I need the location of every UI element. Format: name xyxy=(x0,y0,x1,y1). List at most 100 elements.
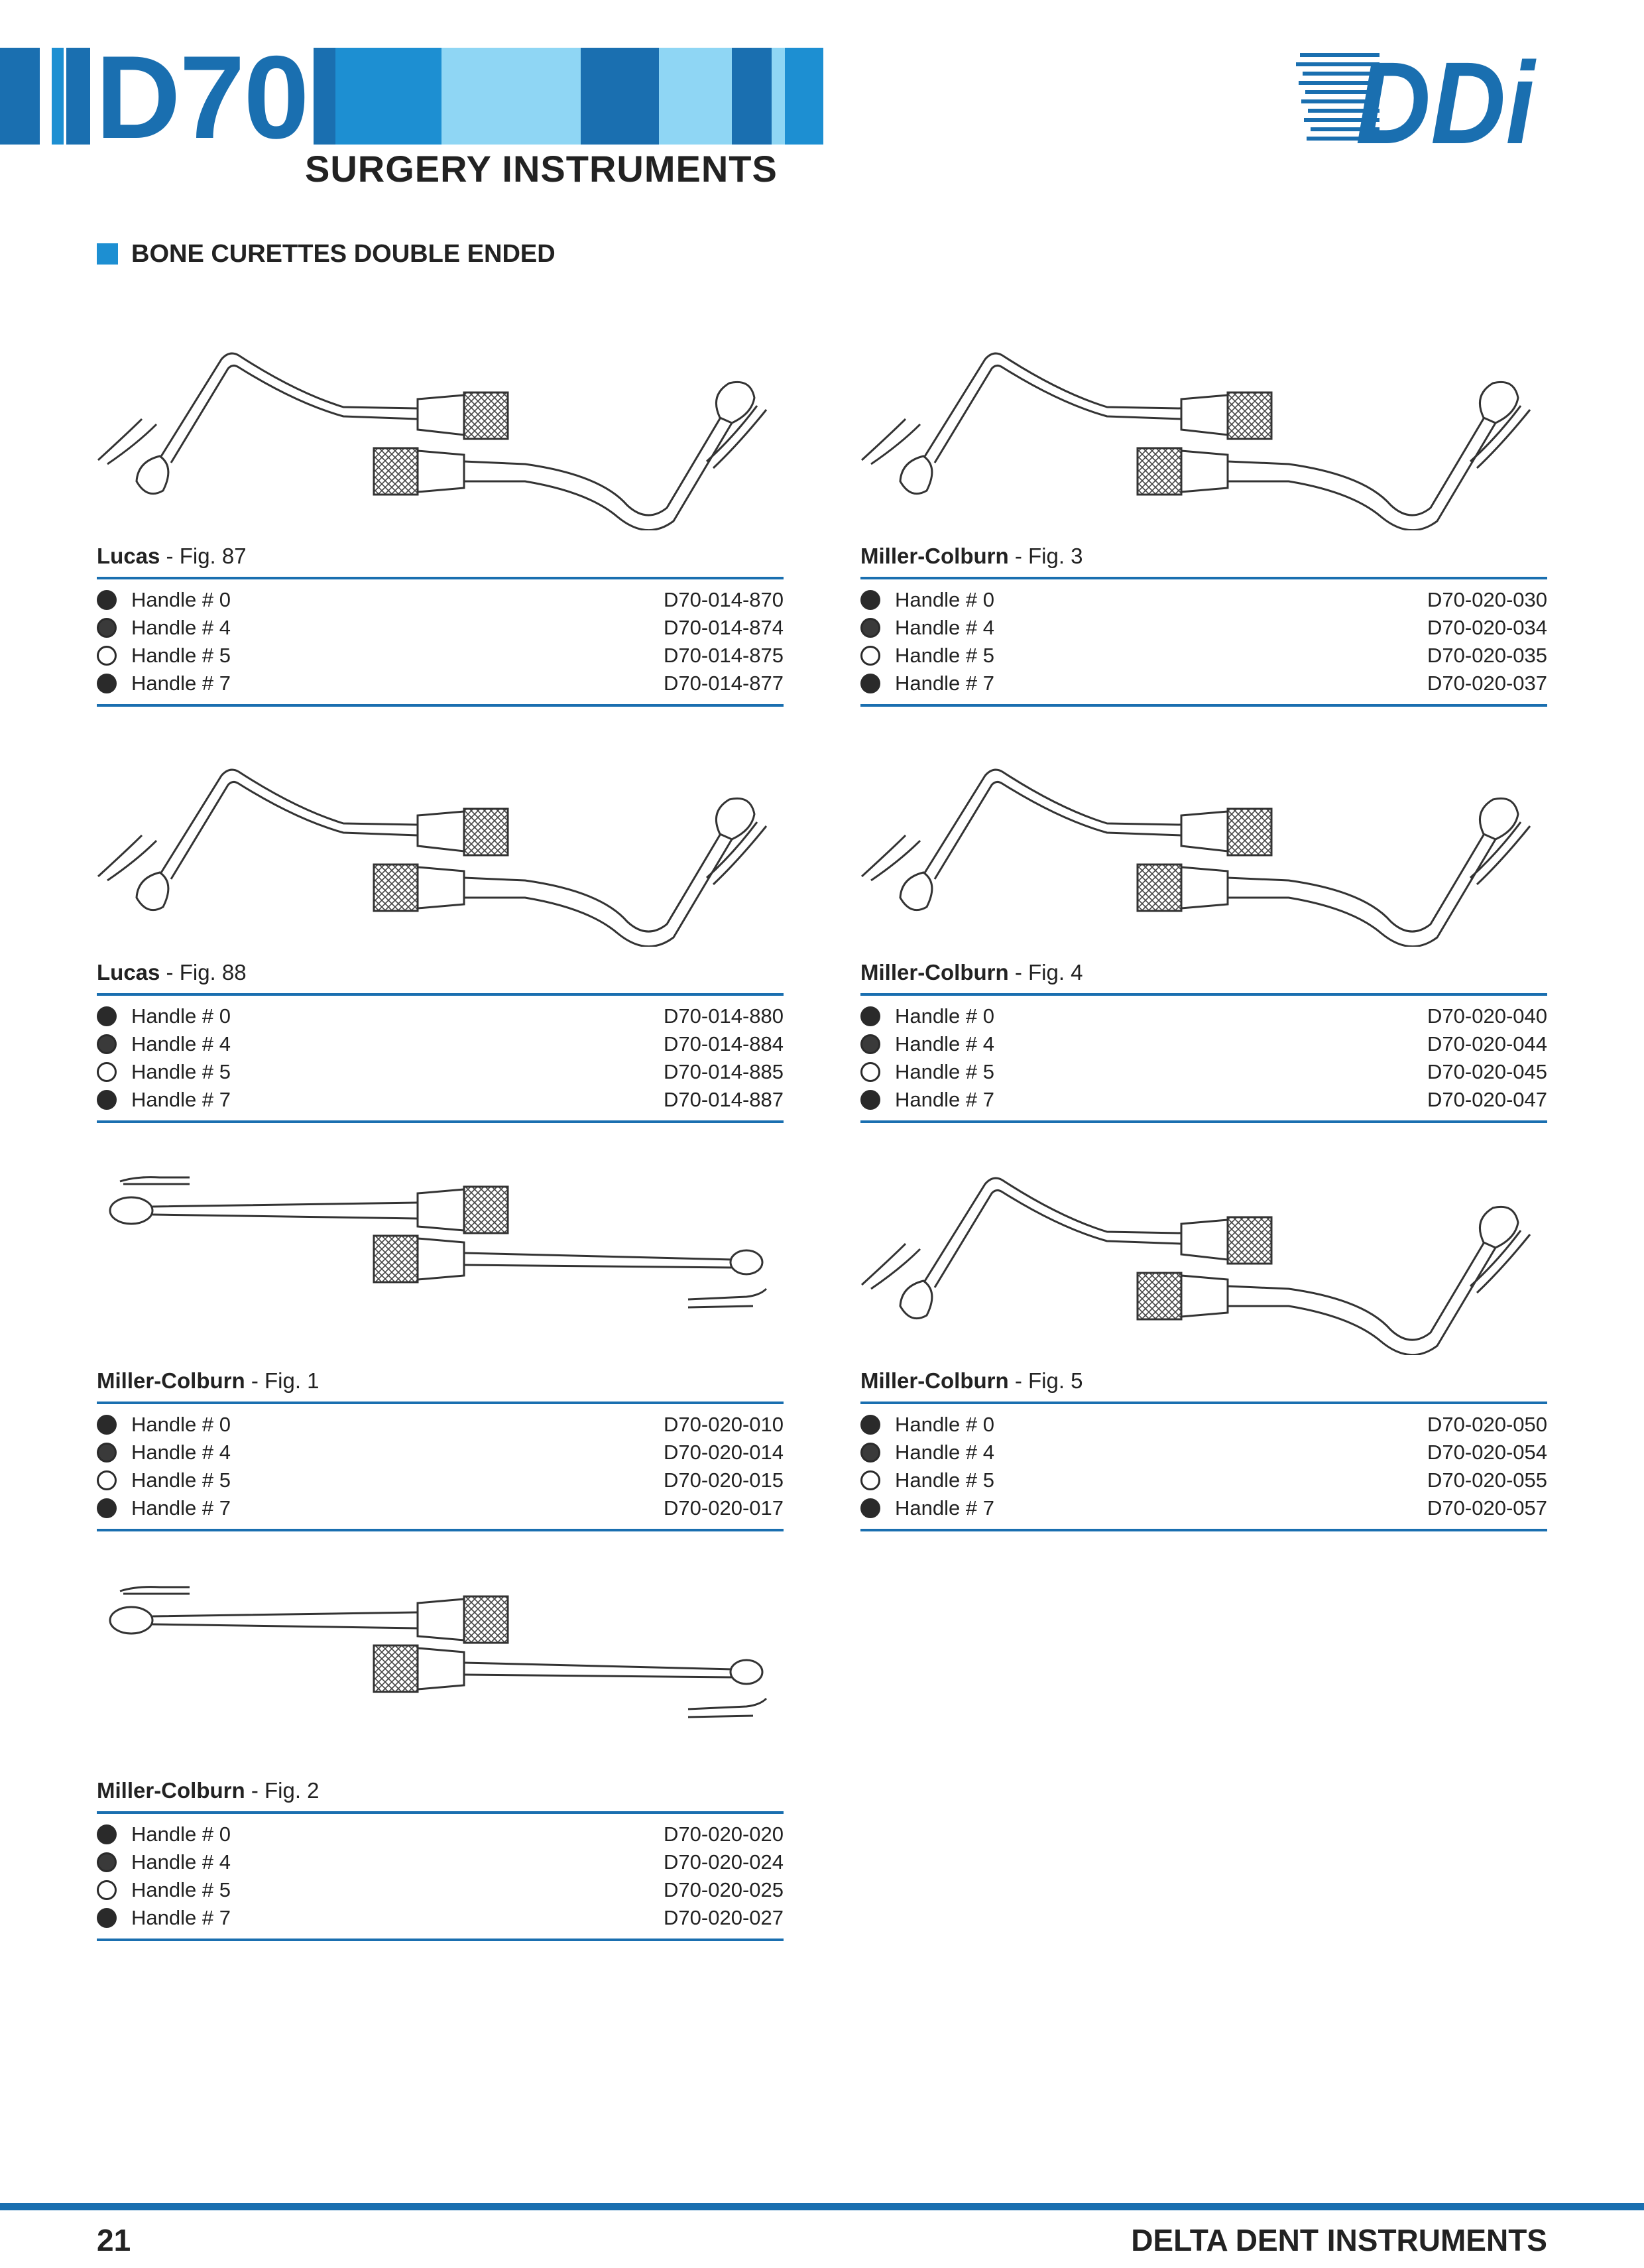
handle-dot-icon xyxy=(97,1006,117,1026)
instrument-drawing xyxy=(97,748,784,947)
table-rule-bottom xyxy=(97,1120,784,1123)
handle-label: Handle # 5 xyxy=(895,644,994,667)
handle-label: Handle # 5 xyxy=(131,1468,231,1492)
header-color-band xyxy=(0,48,823,145)
handle-dot-icon xyxy=(860,1006,880,1026)
handle-label: Handle # 5 xyxy=(131,644,231,667)
section-title-text: BONE CURETTES DOUBLE ENDED xyxy=(131,239,556,268)
instrument-drawing xyxy=(860,331,1547,531)
section-heading: BONE CURETTES DOUBLE ENDED xyxy=(97,237,556,270)
article-code: D70-020-030 xyxy=(1427,588,1547,611)
product-title: Lucas - Fig. 88 xyxy=(97,960,247,985)
product-figure: - Fig. 87 xyxy=(160,544,247,568)
handle-row: Handle # 5 D70-020-055 xyxy=(860,1466,1547,1494)
product-name: Miller-Colburn xyxy=(97,1368,245,1393)
article-code: D70-020-044 xyxy=(1427,1032,1547,1055)
article-code: D70-020-017 xyxy=(664,1496,784,1520)
handle-dot-icon xyxy=(97,1443,117,1462)
table-rule-top xyxy=(860,993,1547,996)
logo-lettering: DDi xyxy=(1356,44,1537,150)
handle-label: Handle # 4 xyxy=(895,1441,994,1464)
table-rule-bottom xyxy=(97,1529,784,1531)
handle-dot-icon xyxy=(97,1062,117,1082)
product-figure: - Fig. 1 xyxy=(245,1368,320,1393)
product-figure: - Fig. 5 xyxy=(1008,1368,1083,1393)
article-code: D70-020-027 xyxy=(664,1906,784,1929)
footer-bar xyxy=(0,2203,1644,2210)
article-code: D70-020-015 xyxy=(664,1468,784,1492)
product-title: Miller-Colburn - Fig. 1 xyxy=(97,1368,320,1394)
product-name: Miller-Colburn xyxy=(860,544,1009,568)
product-title: Miller-Colburn - Fig. 3 xyxy=(860,544,1083,569)
handle-dot-icon xyxy=(860,1470,880,1490)
handle-dot-icon xyxy=(860,1062,880,1082)
handle-dot-icon xyxy=(97,1880,117,1900)
article-code: D70-014-885 xyxy=(664,1060,784,1083)
product-title: Miller-Colburn - Fig. 2 xyxy=(97,1778,320,1803)
table-rule-bottom xyxy=(860,704,1547,707)
article-code: D70-020-037 xyxy=(1427,672,1547,695)
handle-label: Handle # 0 xyxy=(895,1413,994,1436)
handle-label: Handle # 5 xyxy=(895,1060,994,1083)
article-code: D70-014-877 xyxy=(664,672,784,695)
article-code: D70-020-020 xyxy=(664,1822,784,1846)
article-code: D70-020-034 xyxy=(1427,616,1547,639)
article-code: D70-020-050 xyxy=(1427,1413,1547,1436)
table-rule-top xyxy=(860,1402,1547,1404)
article-code: D70-020-024 xyxy=(664,1850,784,1874)
article-code: D70-020-055 xyxy=(1427,1468,1547,1492)
product-block: Miller-Colburn - Fig. 3 Handle # 0 D70-020… xyxy=(860,331,1547,709)
handle-row: Handle # 5 D70-014-885 xyxy=(97,1058,784,1086)
article-code: D70-020-010 xyxy=(664,1413,784,1436)
table-rule-top xyxy=(97,577,784,579)
table-rule-bottom xyxy=(860,1120,1547,1123)
handle-dot-icon xyxy=(860,1498,880,1518)
product-name: Lucas xyxy=(97,960,160,985)
handle-dot-icon xyxy=(860,1034,880,1054)
handle-row: Handle # 7 D70-014-887 xyxy=(97,1086,784,1114)
handle-label: Handle # 5 xyxy=(131,1060,231,1083)
handle-label: Handle # 5 xyxy=(895,1468,994,1492)
handle-label: Handle # 7 xyxy=(131,1906,231,1929)
handle-label: Handle # 7 xyxy=(131,1088,231,1111)
handle-dot-icon xyxy=(97,1824,117,1844)
section-bullet-icon xyxy=(97,243,118,265)
handle-dot-icon xyxy=(860,590,880,610)
handle-label: Handle # 4 xyxy=(131,616,231,639)
article-code: D70-014-880 xyxy=(664,1004,784,1028)
handle-dot-icon xyxy=(860,1415,880,1435)
handle-label: Handle # 7 xyxy=(131,1496,231,1520)
table-rule-top xyxy=(860,577,1547,579)
article-code: D70-014-887 xyxy=(664,1088,784,1111)
handle-label: Handle # 7 xyxy=(895,1088,994,1111)
page-subtitle: SURGERY INSTRUMENTS xyxy=(305,148,778,190)
instrument-drawing xyxy=(97,331,784,531)
handle-label: Handle # 0 xyxy=(895,1004,994,1028)
handle-label: Handle # 0 xyxy=(895,588,994,611)
handle-label: Handle # 7 xyxy=(895,1496,994,1520)
handle-label: Handle # 4 xyxy=(131,1850,231,1874)
handle-row: Handle # 5 D70-020-015 xyxy=(97,1466,784,1494)
handle-label: Handle # 0 xyxy=(131,588,231,611)
handle-label: Handle # 4 xyxy=(131,1032,231,1055)
handle-dot-icon xyxy=(860,674,880,693)
table-rule-top xyxy=(97,993,784,996)
